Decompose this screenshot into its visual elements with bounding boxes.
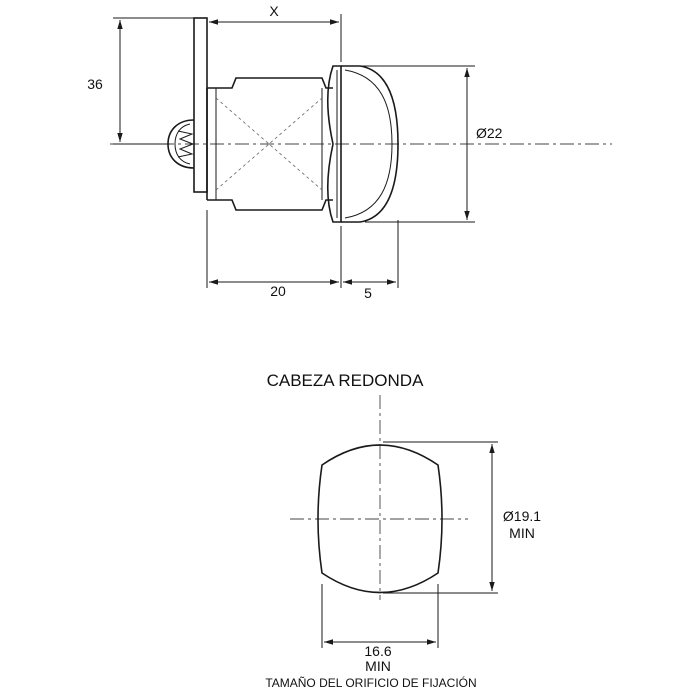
side-view: 36 X Ø22 20 5 bbox=[87, 3, 612, 301]
cylinder-body bbox=[206, 77, 333, 211]
round-head-side bbox=[341, 65, 399, 223]
dim-diameter-19-min: MIN bbox=[509, 525, 535, 541]
dim-diameter-19-label: Ø19.1 bbox=[503, 508, 541, 524]
dim-x-label: X bbox=[269, 3, 279, 19]
dim-width-16: 16.6 MIN bbox=[321, 584, 439, 674]
dim-x: X bbox=[209, 3, 342, 62]
dim-diameter-22-label: Ø22 bbox=[476, 125, 503, 141]
dim-36-label: 36 bbox=[87, 76, 103, 92]
dim-diameter-19: Ø19.1 MIN bbox=[383, 441, 541, 594]
cam-plate bbox=[193, 17, 208, 193]
hex-nut bbox=[327, 65, 342, 223]
mounting-hole-outline bbox=[317, 444, 443, 594]
dim-5-label: 5 bbox=[364, 285, 372, 301]
mounting-hole-caption: TAMAÑO DEL ORIFICIO DE FIJACIÓN bbox=[265, 675, 476, 690]
round-head-cutout-view: CABEZA REDONDA Ø19.1 MIN 16.6 MIN TAMAÑO… bbox=[265, 371, 541, 690]
dim-width-16-min: MIN bbox=[365, 658, 391, 674]
round-head-title: CABEZA REDONDA bbox=[267, 371, 424, 390]
dim-bottom: 20 5 bbox=[206, 210, 399, 301]
dim-36: 36 bbox=[87, 17, 194, 145]
dim-width-16-label: 16.6 bbox=[364, 643, 391, 659]
dim-diameter-22: Ø22 bbox=[348, 65, 503, 223]
dim-20-label: 20 bbox=[270, 283, 286, 299]
